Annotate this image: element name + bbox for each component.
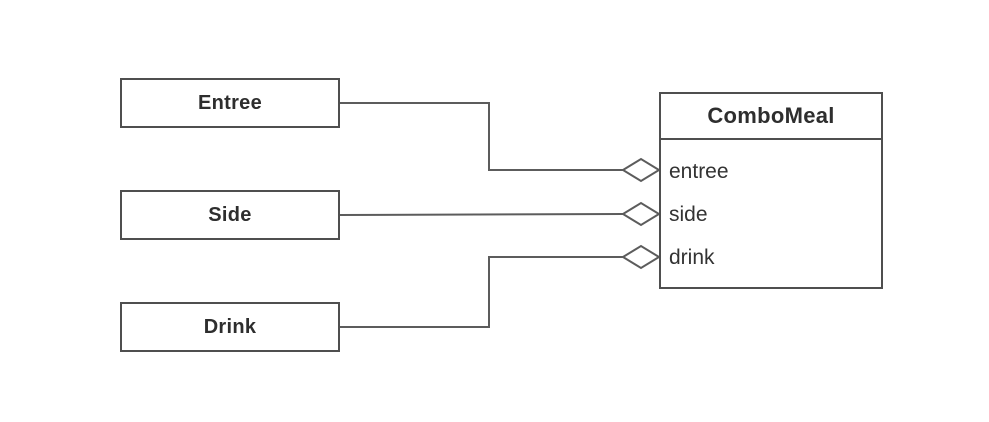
class-node-drink: Drink: [120, 302, 340, 352]
attribute-side: side: [669, 203, 708, 226]
connector-side: [339, 213, 624, 216]
attribute-drink: drink: [669, 246, 715, 269]
connector-drink: [340, 256, 623, 328]
combomeal-title-compartment: ComboMeal: [661, 94, 881, 140]
class-label-side: Side: [208, 203, 252, 226]
class-node-entree: Entree: [120, 78, 340, 128]
aggregation-diamond-drink: [621, 244, 661, 270]
aggregation-diamond-side: [621, 201, 661, 227]
attribute-entree: entree: [669, 160, 729, 183]
class-node-combomeal: ComboMeal entree side drink: [659, 92, 883, 289]
class-label-drink: Drink: [203, 315, 257, 338]
class-node-side: Side: [120, 190, 340, 240]
connector-entree: [340, 102, 623, 171]
class-label-entree: Entree: [197, 91, 263, 114]
class-title-combomeal: ComboMeal: [707, 103, 835, 128]
aggregation-diamond-entree: [621, 157, 661, 183]
